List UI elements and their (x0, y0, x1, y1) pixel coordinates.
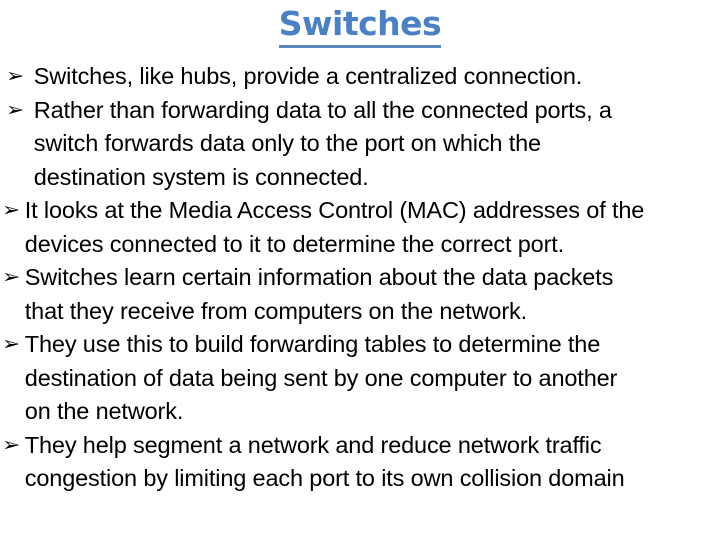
list-item-line: congestion by limiting each port to its … (24, 465, 625, 491)
list-item: ➢It looks at the Media Access Control (M… (0, 194, 720, 261)
arrowhead-right-bullet: ➢ (6, 98, 25, 121)
list-item-text: Switches, like hubs, provide a centraliz… (34, 60, 720, 94)
arrowhead-right-bullet: ➢ (2, 333, 21, 355)
arrowhead-right-bullet: ➢ (2, 433, 21, 456)
slide-title-container: Switches (0, 4, 720, 48)
list-item-text: They help segment a network and reduce n… (25, 429, 720, 496)
arrowhead-right-bullet: ➢ (2, 266, 21, 288)
list-item-text: It looks at the Media Access Control (MA… (25, 194, 720, 261)
list-item-line: It looks at the Media Access Control (MA… (24, 197, 645, 223)
list-item-line: devices connected to it to determine the… (24, 230, 564, 257)
list-item-line: destination of data being sent by one co… (24, 364, 618, 391)
list-item-line: on the network. (24, 398, 184, 424)
list-item-line: that they receive from computers on the … (24, 297, 527, 324)
list-item: ➢ Switches, like hubs, provide a centrali… (0, 60, 720, 94)
page-title: Switches (278, 4, 442, 48)
list-item-line: Switches, like hubs, provide a centraliz… (33, 63, 583, 89)
list-item-line: Rather than forwarding data to all the c… (33, 96, 612, 123)
list-item: ➢They use this to build forwarding table… (0, 328, 720, 429)
list-item-line: Switches learn certain information about… (24, 264, 614, 290)
list-item-text: Switches learn certain information about… (25, 261, 720, 328)
list-item-line: They use this to build forwarding tables… (24, 331, 601, 357)
list-item: ➢Switches learn certain information abou… (0, 261, 720, 328)
arrowhead-right-bullet: ➢ (6, 65, 25, 87)
bullet-list: ➢ Switches, like hubs, provide a centrali… (0, 60, 720, 496)
list-item-line: switch forwards data only to the port on… (33, 130, 541, 156)
list-item: ➢ Rather than forwarding data to all the … (0, 94, 720, 195)
list-item-line: destination system is connected. (33, 163, 369, 190)
list-item-text: Rather than forwarding data to all the c… (34, 94, 720, 195)
list-item: ➢They help segment a network and reduce … (0, 429, 720, 496)
arrowhead-right-bullet: ➢ (2, 199, 21, 221)
list-item-text: They use this to build forwarding tables… (25, 328, 720, 429)
list-item-line: They help segment a network and reduce n… (24, 431, 602, 458)
